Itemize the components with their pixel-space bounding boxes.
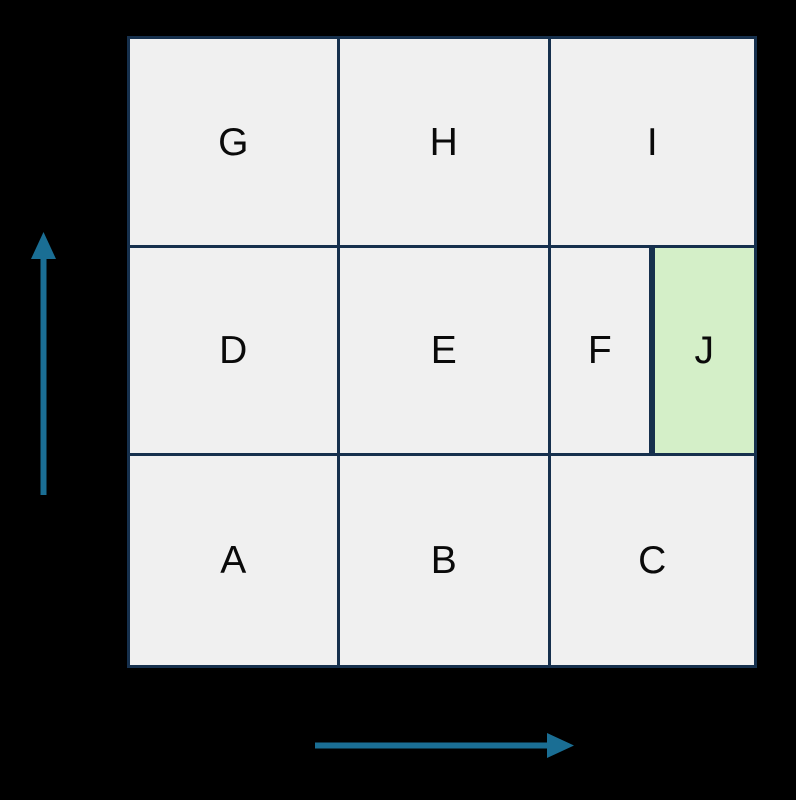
grid-cell-f[interactable]: F: [551, 248, 652, 456]
cell-label-a: A: [220, 539, 247, 582]
cell-label-f: F: [587, 329, 613, 372]
grid-cell-b[interactable]: B: [340, 456, 551, 665]
cell-label-i: I: [646, 120, 659, 164]
grid-cell-e[interactable]: E: [340, 248, 551, 456]
grid-cell-g[interactable]: G: [130, 39, 340, 248]
x-axis-arrow: [308, 728, 584, 764]
grid-container: G H I D E F J A B C: [127, 36, 757, 668]
cell-label-b: B: [430, 539, 458, 582]
cell-label-d: D: [219, 329, 248, 372]
cell-label-h: H: [429, 120, 459, 164]
cell-label-c: C: [638, 539, 667, 582]
grid-cell-d[interactable]: D: [130, 248, 340, 456]
grid-cell-h[interactable]: H: [340, 39, 551, 248]
grid-cell-j[interactable]: J: [652, 248, 754, 456]
cell-label-j: J: [694, 329, 715, 372]
grid-cell-i[interactable]: I: [551, 39, 754, 248]
y-axis-arrow: [24, 228, 64, 500]
cell-label-g: G: [218, 120, 249, 164]
grid-cell-a[interactable]: A: [130, 456, 340, 665]
cell-label-e: E: [430, 329, 458, 372]
grid-cell-c[interactable]: C: [551, 456, 754, 665]
